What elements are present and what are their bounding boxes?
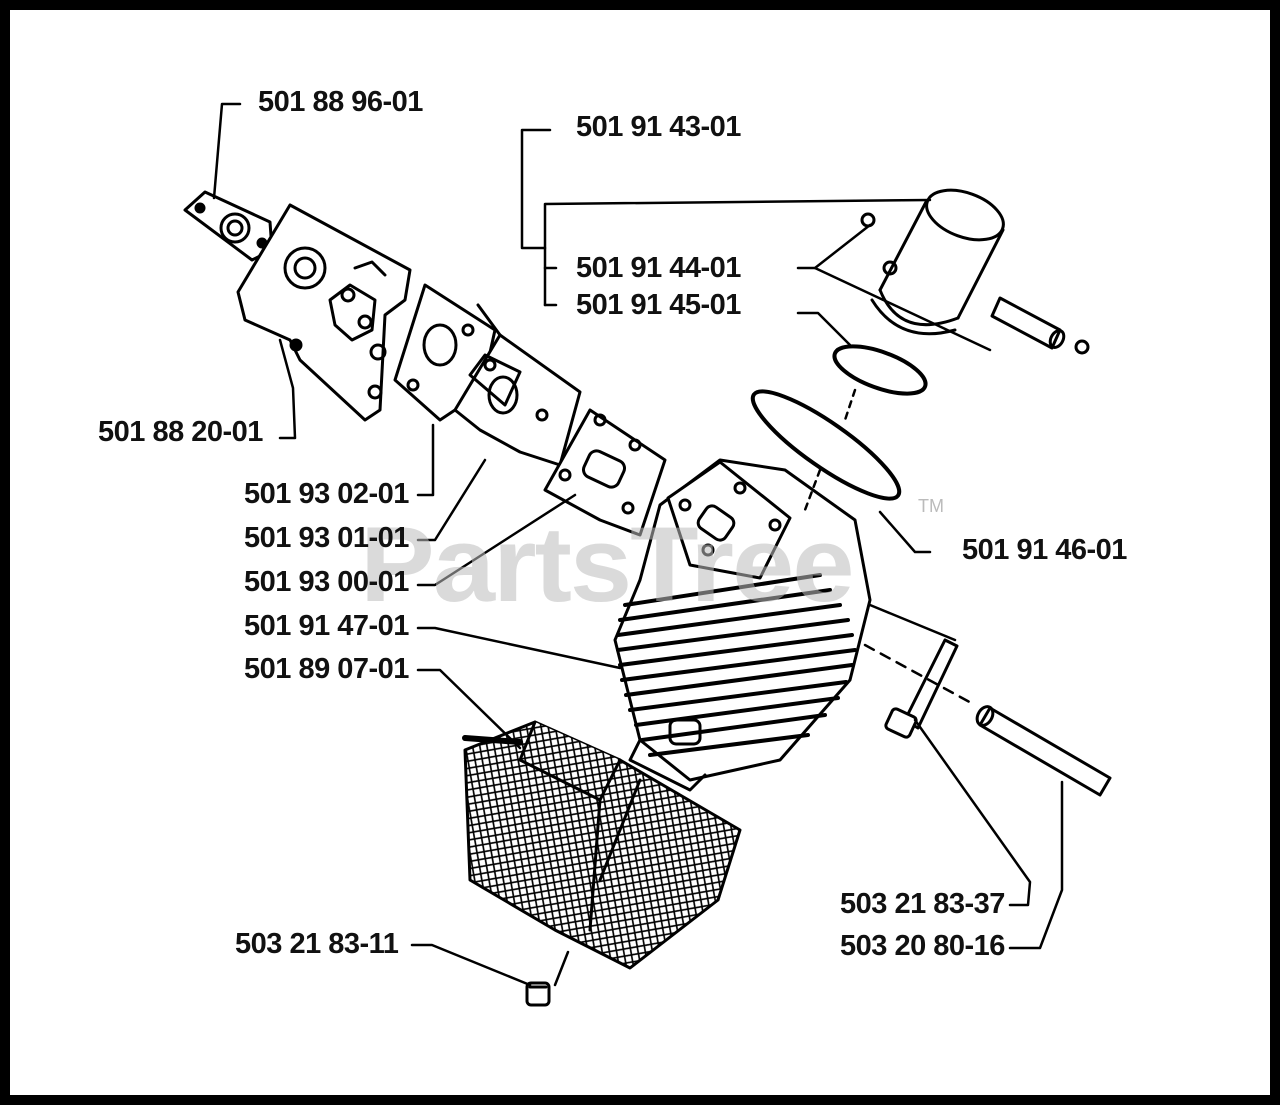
muffler-screw xyxy=(525,981,551,1007)
part-label-503-21-83-11[interactable]: 503 21 83-11 xyxy=(235,928,399,960)
carburetor-gasket xyxy=(183,190,274,262)
cylinder-bolt xyxy=(884,638,959,739)
cylinder xyxy=(613,458,872,792)
cylinder-base-gasket xyxy=(750,389,902,501)
trademark-mark: TM xyxy=(918,496,944,516)
piston-ring xyxy=(832,344,928,396)
part-label-501-89-07-01[interactable]: 501 89 07-01 xyxy=(244,653,409,685)
part-label-501-91-47-01[interactable]: 501 91 47-01 xyxy=(244,610,409,642)
part-label-503-20-80-16[interactable]: 503 20 80-16 xyxy=(840,930,1005,962)
intake-flange-gasket xyxy=(543,408,667,537)
part-label-501-88-96-01[interactable]: 501 88 96-01 xyxy=(258,86,423,118)
carburetor-body xyxy=(236,203,412,422)
stud-bolt xyxy=(975,705,1112,797)
part-label-501-93-00-01[interactable]: 501 93 00-01 xyxy=(244,566,409,598)
part-label-501-88-20-01[interactable]: 501 88 20-01 xyxy=(98,416,263,448)
cylinder-fins xyxy=(616,573,857,757)
part-label-501-91-45-01[interactable]: 501 91 45-01 xyxy=(576,289,741,321)
part-label-501-93-02-01[interactable]: 501 93 02-01 xyxy=(244,478,409,510)
part-label-503-21-83-37[interactable]: 503 21 83-37 xyxy=(840,888,1005,920)
part-label-501-91-44-01[interactable]: 501 91 44-01 xyxy=(576,252,741,284)
watermark-logo: PartsTree xyxy=(360,505,855,624)
part-label-501-93-01-01[interactable]: 501 93 01-01 xyxy=(244,522,409,554)
part-label-501-91-43-01[interactable]: 501 91 43-01 xyxy=(576,111,741,143)
muffler xyxy=(462,720,742,970)
leader-lines xyxy=(212,102,1064,987)
piston xyxy=(870,188,1005,336)
part-label-501-91-46-01[interactable]: 501 91 46-01 xyxy=(962,534,1127,566)
